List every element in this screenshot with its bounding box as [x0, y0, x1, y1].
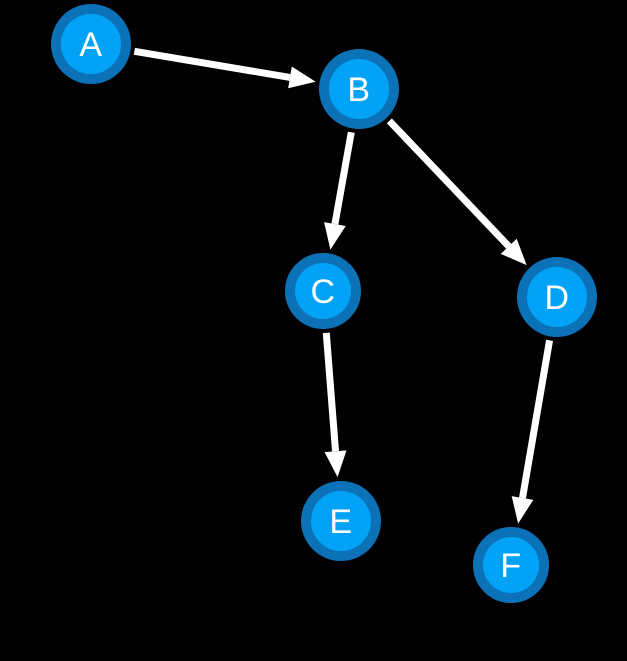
arrowhead-icon	[324, 450, 347, 478]
node-label: D	[544, 279, 569, 317]
node-label: A	[79, 26, 102, 64]
edge-shaft	[386, 118, 512, 249]
nodes-layer: A B C D E F	[51, 4, 597, 603]
node-circle	[301, 481, 381, 561]
edge-shaft	[519, 339, 554, 499]
graph-node-c[interactable]: C	[285, 253, 361, 329]
node-circle	[473, 527, 549, 603]
node-label: B	[347, 71, 370, 109]
graph-node-d[interactable]: D	[517, 257, 597, 337]
node-circle	[285, 253, 361, 329]
graph-edge-b-d[interactable]	[386, 118, 527, 266]
node-label: E	[329, 503, 352, 541]
node-circle	[319, 49, 399, 129]
edges-layer	[133, 47, 554, 524]
graph-node-f[interactable]: F	[473, 527, 549, 603]
graph-edge-b-c[interactable]	[324, 131, 355, 250]
arrowhead-icon	[511, 496, 534, 524]
graph-node-b[interactable]: B	[319, 49, 399, 129]
edge-shaft	[133, 47, 291, 81]
node-circle	[517, 257, 597, 337]
arrowhead-icon	[500, 238, 527, 266]
arrowhead-icon	[288, 66, 316, 89]
node-label: F	[500, 547, 521, 585]
graph-edge-c-e[interactable]	[322, 332, 347, 478]
node-label: C	[310, 273, 335, 311]
graph-node-e[interactable]: E	[301, 481, 381, 561]
edge-shaft	[331, 131, 355, 225]
graph-edge-a-b[interactable]	[133, 47, 316, 89]
node-circle	[51, 4, 131, 84]
graph-node-a[interactable]: A	[51, 4, 131, 84]
arrowhead-icon	[324, 222, 346, 250]
edge-shaft	[322, 332, 340, 452]
graph-edge-d-f[interactable]	[511, 339, 554, 524]
